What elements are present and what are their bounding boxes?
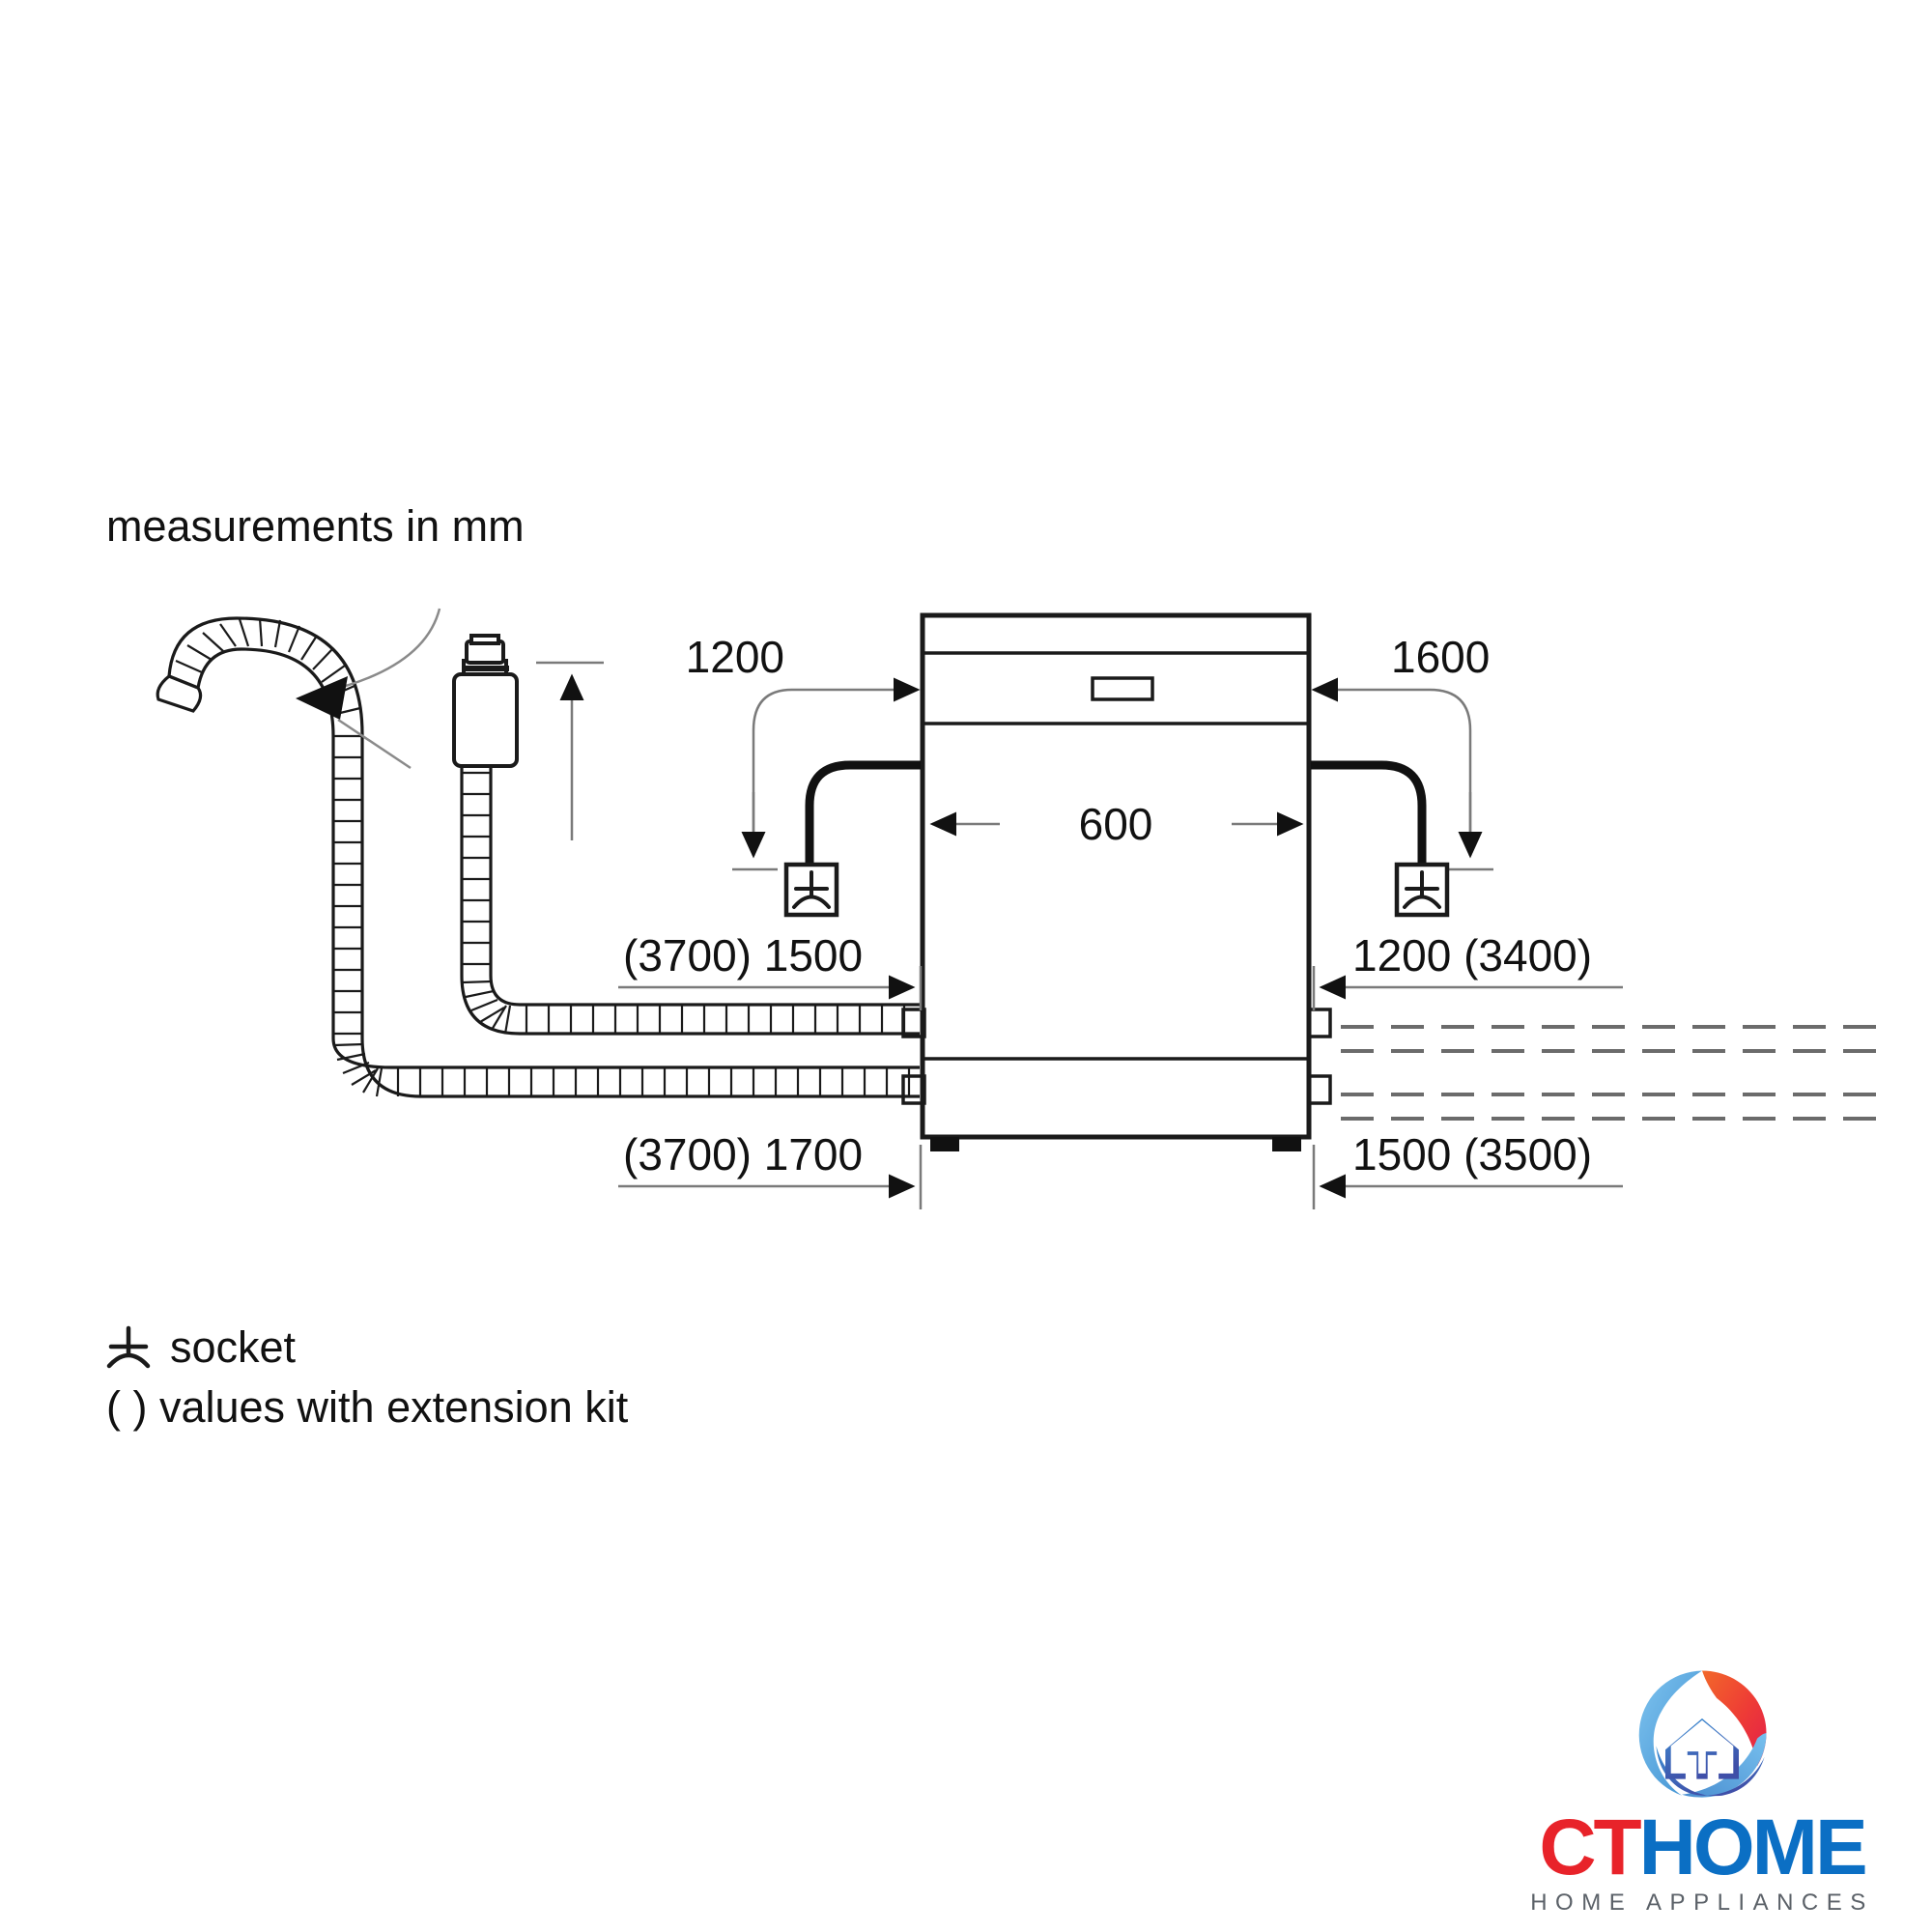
left-power-cable <box>805 760 921 887</box>
page-title: measurements in mm <box>106 501 525 551</box>
dimension-label-1200-3400: 1200 (3400) <box>1352 930 1592 980</box>
appliance-foot-left <box>930 1137 959 1151</box>
right-hose-lines <box>1307 1008 1893 1121</box>
dimension-appliance-width: 600 <box>929 799 1304 849</box>
dimension-left-hose-lower: (3700) 1700 <box>618 1129 923 1209</box>
appliance-handle <box>1091 676 1154 701</box>
dimension-label-3700-1700: (3700) 1700 <box>623 1129 863 1179</box>
lower-drain-hose <box>156 616 920 1098</box>
valve-height-indicator <box>536 661 604 840</box>
cthome-wordmark: CTHOME <box>1539 1808 1867 1888</box>
left-drain-hose-assembly <box>156 608 920 1098</box>
dimension-label-3700-1500: (3700) 1500 <box>623 930 863 980</box>
legend: socket ( ) values with extension kit <box>106 1322 629 1432</box>
appliance-foot-right <box>1272 1137 1301 1151</box>
dimension-right-hose-lower: 1500 (3500) <box>1312 1129 1623 1209</box>
dishwasher-body <box>901 612 1312 1151</box>
cthome-logo-mark-icon <box>1638 1670 1767 1798</box>
legend-extension-label: ( ) values with extension kit <box>106 1382 629 1432</box>
legend-socket-label: socket <box>170 1322 297 1372</box>
dimension-left-socket-height: 1200 <box>686 632 921 871</box>
socket-icon-legend <box>106 1325 151 1369</box>
cthome-tagline: HOME APPLIANCES <box>1530 1889 1874 1916</box>
dimension-left-hose-upper: (3700) 1500 <box>618 930 923 1010</box>
dimension-right-socket-height: 1600 <box>1311 632 1493 871</box>
logo-text-ct: CT <box>1539 1804 1641 1892</box>
dimension-label-1200-left: 1200 <box>686 632 784 682</box>
socket-icon-right <box>1394 862 1450 918</box>
upper-supply-hose <box>460 763 920 1036</box>
dimension-label-600: 600 <box>1079 799 1153 849</box>
aquastop-valve <box>452 634 519 768</box>
hose-bend-arc <box>327 608 441 693</box>
right-power-cable <box>1311 760 1427 887</box>
dimension-label-1500-3500: 1500 (3500) <box>1352 1129 1592 1179</box>
socket-icon-left <box>783 862 839 918</box>
cthome-logo: CTHOME HOME APPLIANCES <box>1499 1636 1905 1917</box>
logo-text-home: HOME <box>1638 1804 1868 1892</box>
dimension-right-hose-upper: 1200 (3400) <box>1312 930 1623 1010</box>
dimension-label-1600-right: 1600 <box>1391 632 1490 682</box>
